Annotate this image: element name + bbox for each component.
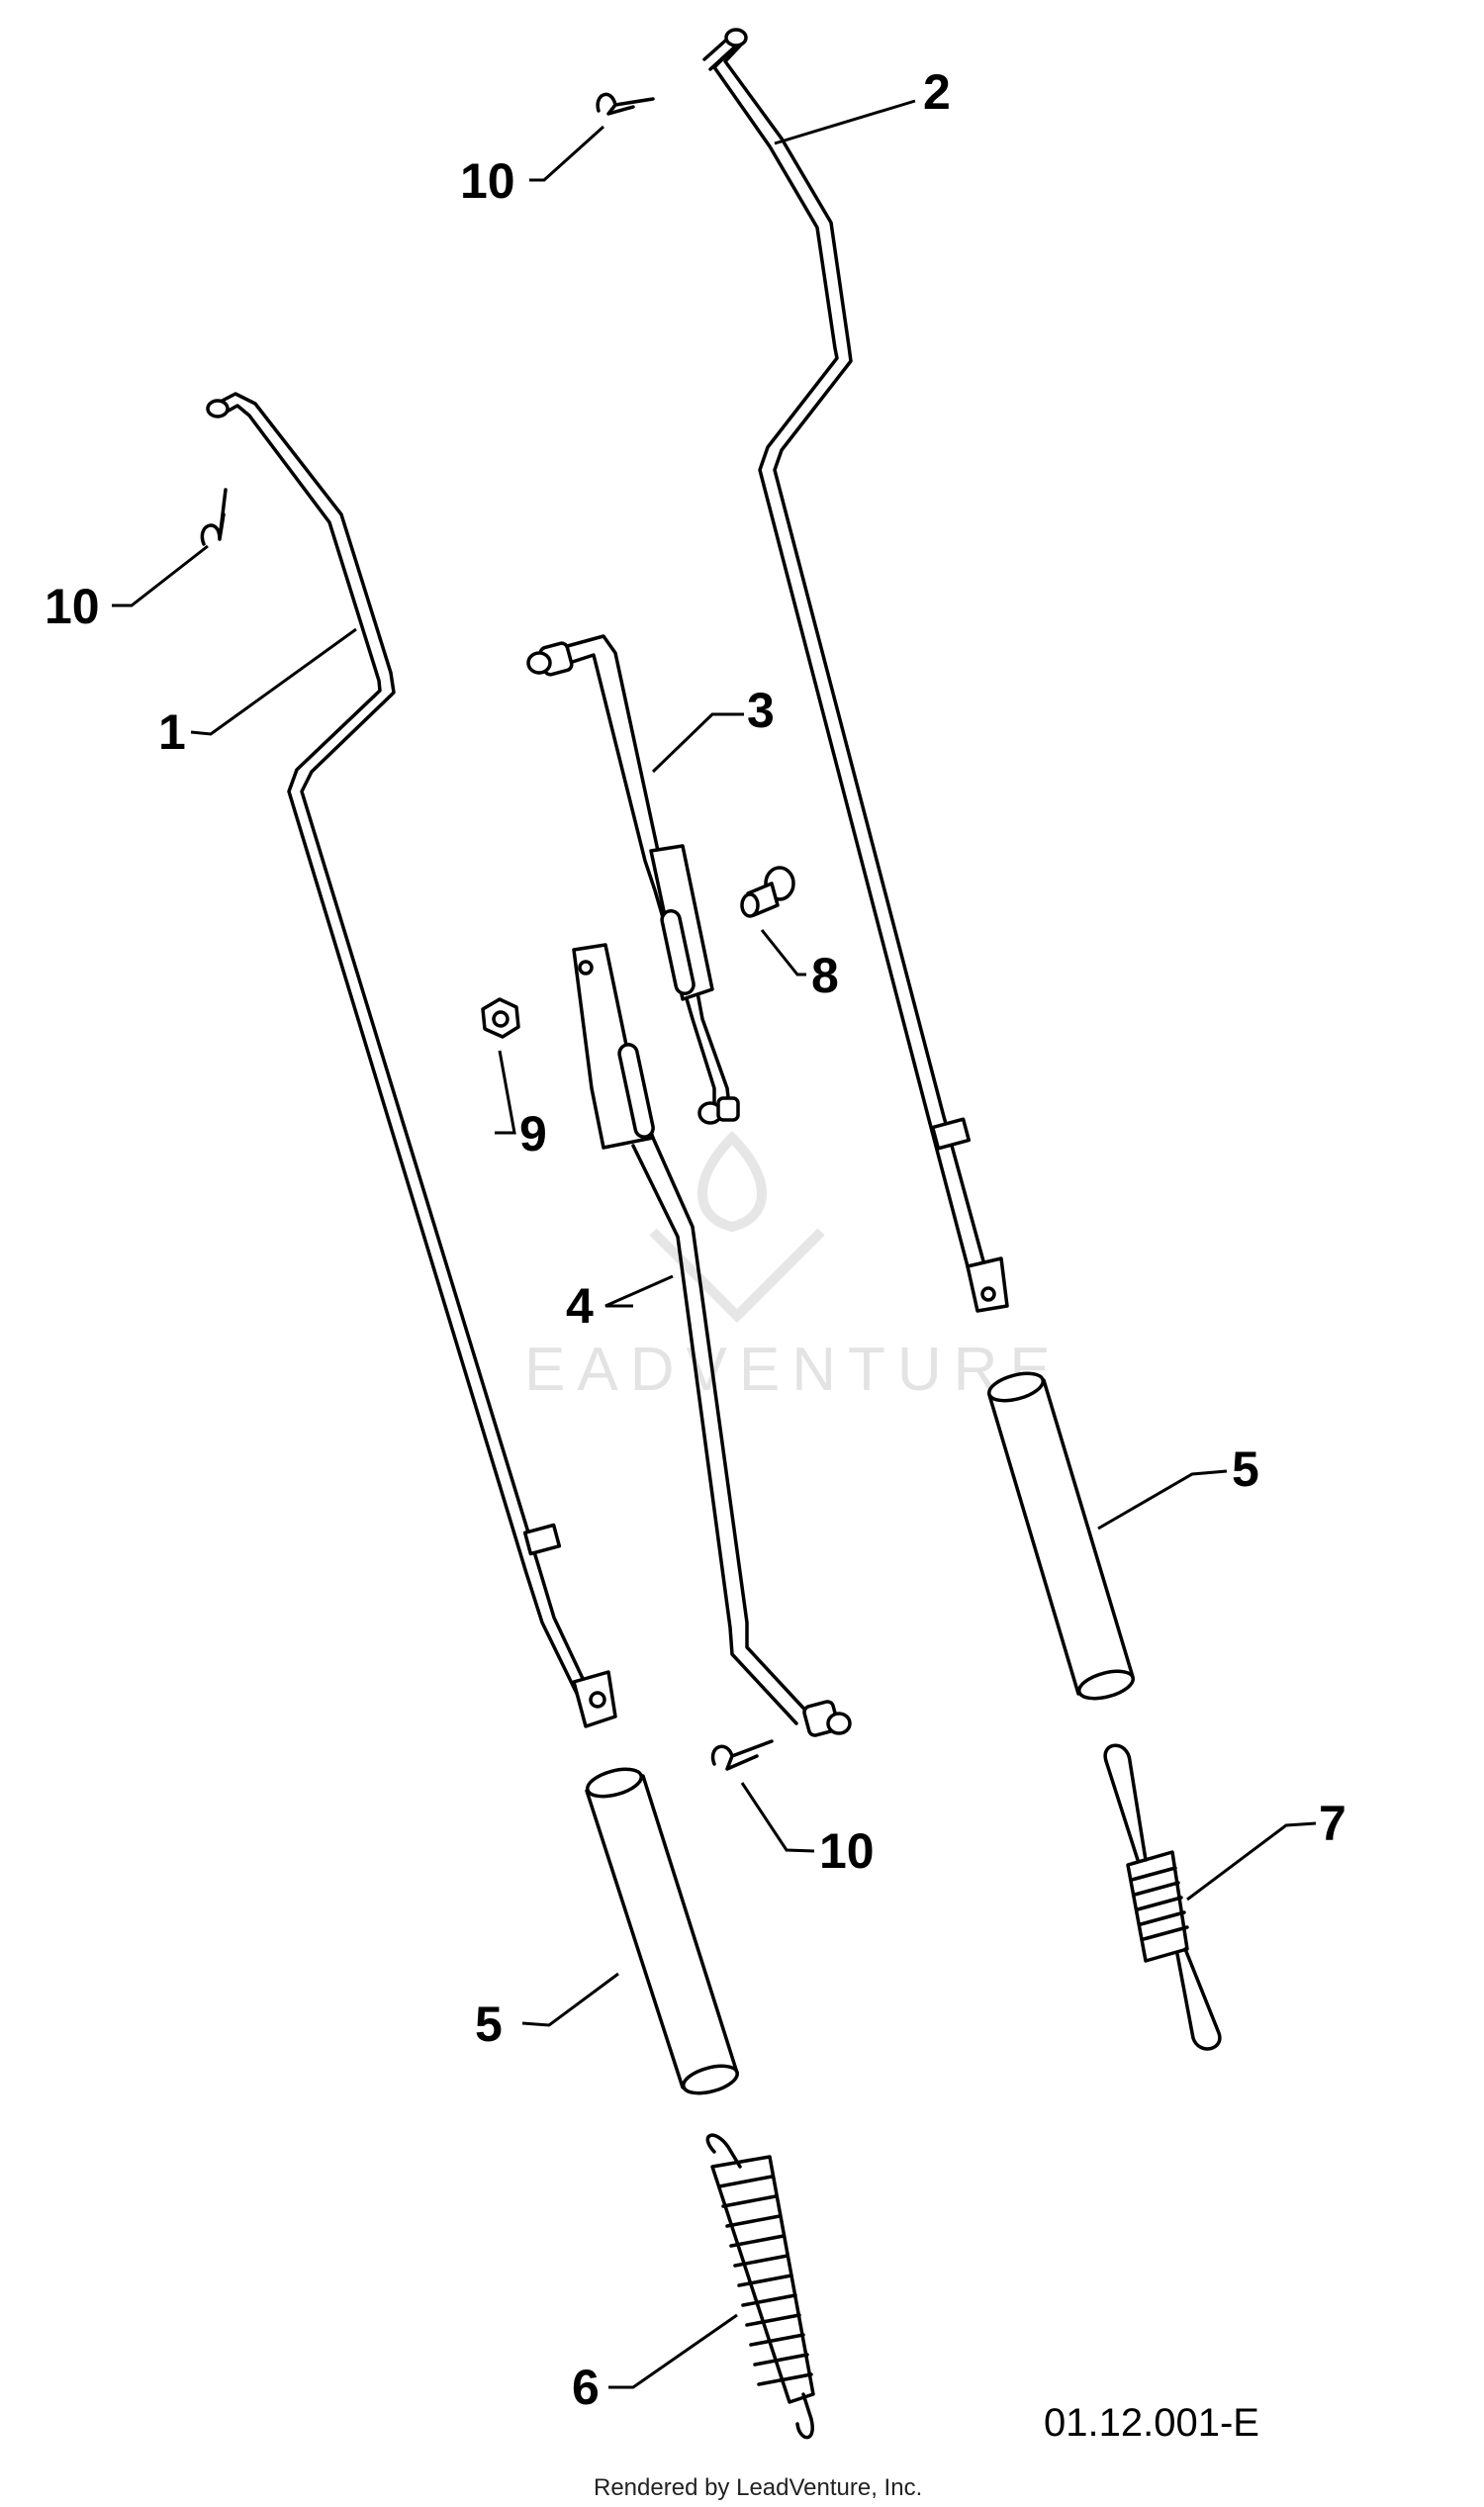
callout-8: 8 xyxy=(811,948,839,1003)
callout-1: 1 xyxy=(158,704,186,760)
callout-2: 2 xyxy=(923,64,951,120)
part-8-bolt xyxy=(740,866,795,918)
part-4-lever xyxy=(572,943,852,1737)
part-3-lever xyxy=(526,634,740,1125)
part-5-grip-left xyxy=(585,1767,739,2095)
part-2-rod xyxy=(702,28,1009,1313)
callouts: 1 2 3 4 5 5 6 7 8 9 10 10 10 xyxy=(45,64,1346,2415)
callout-10-bottom: 10 xyxy=(819,1823,875,1879)
part-1-rod xyxy=(206,392,617,1728)
watermark-flame-icon xyxy=(697,1130,767,1233)
watermark-text: EADVENTURE xyxy=(524,1336,1063,1404)
callout-10-top: 10 xyxy=(460,153,515,209)
part-9-nut xyxy=(481,997,520,1039)
part-10-clip-top xyxy=(596,92,655,116)
callout-5-left: 5 xyxy=(475,1996,503,2052)
part-5-grip-right xyxy=(987,1371,1135,1701)
part-10-clip-left xyxy=(200,488,228,546)
callout-9: 9 xyxy=(519,1106,547,1161)
callout-4: 4 xyxy=(566,1278,594,1334)
callout-3: 3 xyxy=(747,683,775,738)
leader-lines xyxy=(112,99,1317,2389)
rendered-by-credit: Rendered by LeadVenture, Inc. xyxy=(594,2474,922,2501)
callout-7: 7 xyxy=(1319,1796,1346,1851)
part-10-clip-bottom xyxy=(710,1739,774,1771)
callout-6: 6 xyxy=(572,2360,600,2415)
callout-5-right: 5 xyxy=(1232,1441,1259,1497)
part-7-spring xyxy=(1103,1743,1222,2051)
reference-code: 01.12.001-E xyxy=(1044,2401,1259,2445)
callout-10-left: 10 xyxy=(45,579,100,634)
part-6-spring xyxy=(705,2133,815,2440)
